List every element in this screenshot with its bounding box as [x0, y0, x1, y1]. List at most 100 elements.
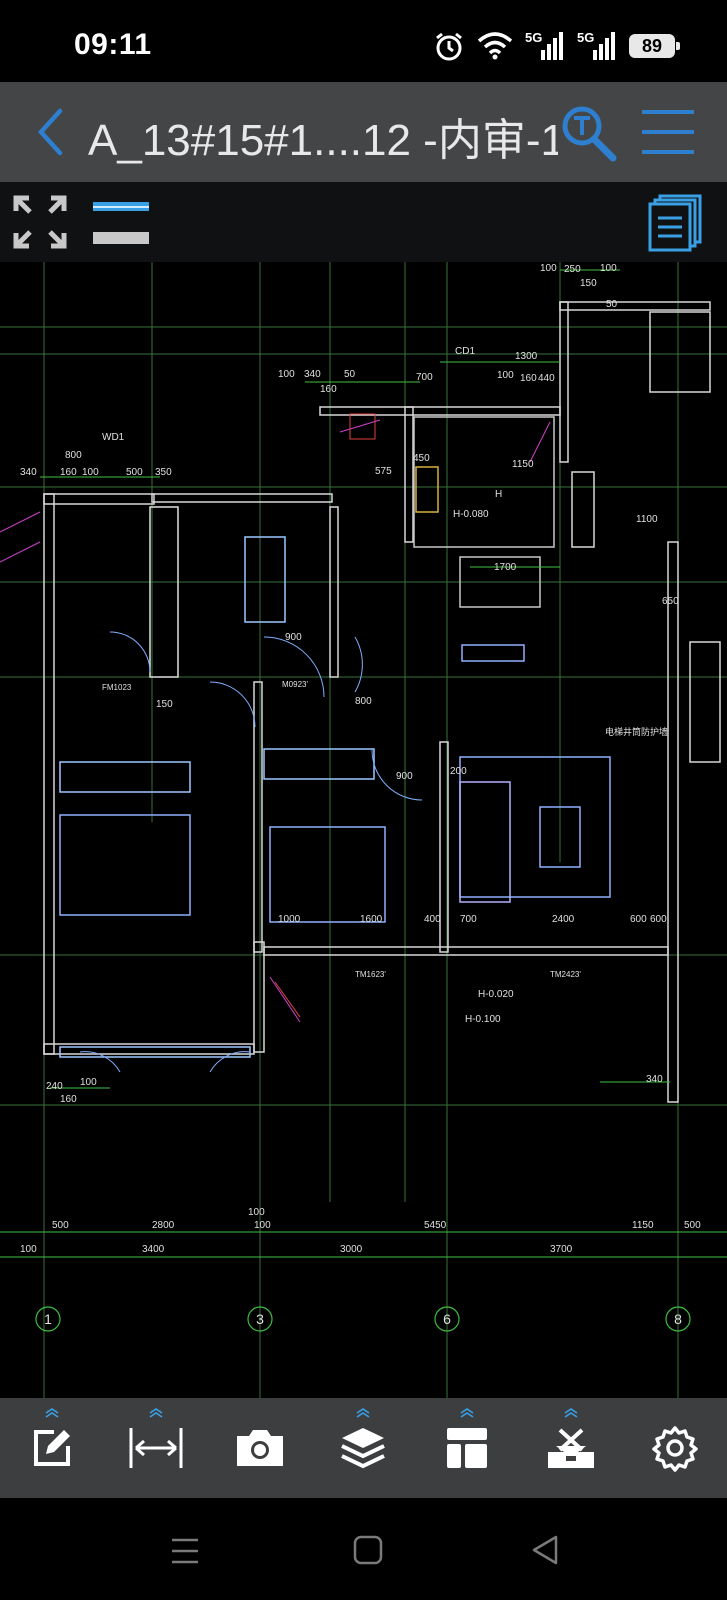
axis-label-1: 1: [44, 1311, 52, 1327]
dim-label: 150: [156, 699, 173, 710]
expand-up-icon: [45, 1408, 59, 1418]
back-nav-icon[interactable]: [530, 1534, 560, 1566]
dim-label: 1300: [515, 351, 538, 362]
alarm-icon: [436, 32, 462, 61]
dim-label: 160: [60, 467, 77, 478]
dim-label: 600: [630, 914, 647, 925]
expand-arrows-icon: [13, 195, 67, 249]
dim-label: 100: [600, 263, 617, 274]
view-tool-row: [0, 182, 727, 262]
settings-tool-button[interactable]: [635, 1398, 715, 1498]
expand-up-icon: [149, 1408, 163, 1418]
annotation-text: 电梯井筒防护墙: [605, 726, 668, 737]
dim-label: 1700: [494, 562, 517, 573]
camera-icon: [236, 1430, 283, 1466]
dim-label: 100: [254, 1220, 271, 1231]
tools-tool-button[interactable]: [531, 1398, 611, 1498]
dim-label: 50: [606, 299, 618, 310]
measure-tool-button[interactable]: [116, 1398, 196, 1498]
axis-label-6: 6: [443, 1311, 451, 1327]
dim-label: 600: [650, 914, 667, 925]
pencil-edit-icon: [33, 1430, 70, 1466]
menu-button[interactable]: [636, 104, 700, 160]
home-icon[interactable]: [352, 1534, 384, 1566]
dim-label: 650: [662, 596, 679, 607]
expand-up-icon: [564, 1408, 578, 1418]
dim-label: 350: [155, 467, 172, 478]
dim-label: 900: [396, 771, 413, 782]
dim-label: 160: [520, 373, 537, 384]
dim-label: 450: [413, 453, 430, 464]
level-tag: H-0.100: [465, 1014, 501, 1025]
dim-label: 2400: [552, 914, 575, 925]
dim-label: 800: [355, 696, 372, 707]
dim-label: 1600: [360, 914, 383, 925]
document-title: A_13#15#1....12 -内审-1: [88, 116, 558, 165]
dim-label: 100: [82, 467, 99, 478]
floor-plan-drawing[interactable]: 800 340 160 100 500 350 100 340 160 50 7…: [0, 262, 727, 1398]
dim-label: 575: [375, 466, 392, 477]
status-bar: 09:11 5G 5G 89: [0, 0, 727, 82]
text-search-icon: [562, 106, 617, 162]
camera-tool-button[interactable]: [220, 1398, 300, 1498]
dim-label: 700: [460, 914, 477, 925]
dim-label: 1150: [632, 1220, 654, 1231]
wifi-icon: [477, 32, 513, 60]
door-tag: M0923': [282, 680, 308, 689]
cad-drawing-canvas[interactable]: 800 340 160 100 500 350 100 340 160 50 7…: [0, 262, 727, 1398]
chevron-left-icon: [37, 108, 63, 156]
dim-label: 160: [60, 1094, 77, 1105]
dim-label: 500: [52, 1220, 69, 1231]
dim-label: 1000: [278, 914, 301, 925]
dim-label: 100: [540, 263, 557, 274]
level-tag: H-0.020: [478, 989, 514, 1000]
battery-indicator: 89: [629, 34, 680, 58]
dim-label: 3000: [340, 1244, 363, 1255]
sheets-button[interactable]: [646, 192, 706, 254]
dim-label: 500: [684, 1220, 701, 1231]
dim-label: 240: [46, 1081, 63, 1092]
dim-label: 340: [646, 1074, 663, 1085]
bottom-toolbar: [0, 1398, 727, 1498]
layout-tool-button[interactable]: [427, 1398, 507, 1498]
door-tag: TM1623': [355, 970, 386, 979]
fit-view-button[interactable]: [12, 192, 68, 252]
level-tag: H: [495, 489, 502, 500]
dim-label: 100: [278, 369, 295, 380]
dim-label: 160: [320, 384, 337, 395]
dim-label: 250: [564, 264, 581, 275]
dim-label: 5450: [424, 1220, 447, 1231]
dim-label: 440: [538, 373, 555, 384]
window-tag: WD1: [102, 432, 125, 443]
level-tag: H-0.080: [453, 509, 489, 520]
recent-apps-icon[interactable]: [170, 1536, 200, 1566]
window-tag: CD1: [455, 346, 475, 357]
dim-label: 400: [424, 914, 441, 925]
system-nav-bar: [0, 1498, 727, 1600]
layers-tool-button[interactable]: [323, 1398, 403, 1498]
line-weight-toggle[interactable]: [90, 194, 152, 250]
dim-label: 100: [248, 1207, 265, 1218]
back-button[interactable]: [22, 104, 78, 160]
dim-label: 3700: [550, 1244, 573, 1255]
dim-label: 100: [80, 1077, 97, 1088]
measure-arrows-icon: [129, 1428, 183, 1468]
gear-icon: [652, 1426, 698, 1472]
status-icons: 5G 5G 89: [433, 28, 680, 64]
hamburger-menu-icon: [642, 110, 694, 154]
markup-tool-button[interactable]: [12, 1398, 92, 1498]
layers-icon: [341, 1428, 386, 1469]
line-weight-icon: [93, 202, 149, 244]
dim-label: 800: [65, 450, 82, 461]
signal-5g-icon: 5G: [525, 30, 565, 62]
text-search-button[interactable]: [556, 100, 622, 166]
status-time: 09:11: [74, 28, 152, 61]
expand-up-icon: [357, 1408, 370, 1418]
toolbox-icon: [548, 1428, 595, 1468]
dim-label: 340: [20, 467, 37, 478]
dim-label: 100: [497, 370, 514, 381]
door-tag: TM2423': [550, 970, 581, 979]
dim-label: 200: [450, 766, 467, 777]
dim-label: 150: [580, 278, 597, 289]
dim-label: 1100: [636, 514, 658, 525]
